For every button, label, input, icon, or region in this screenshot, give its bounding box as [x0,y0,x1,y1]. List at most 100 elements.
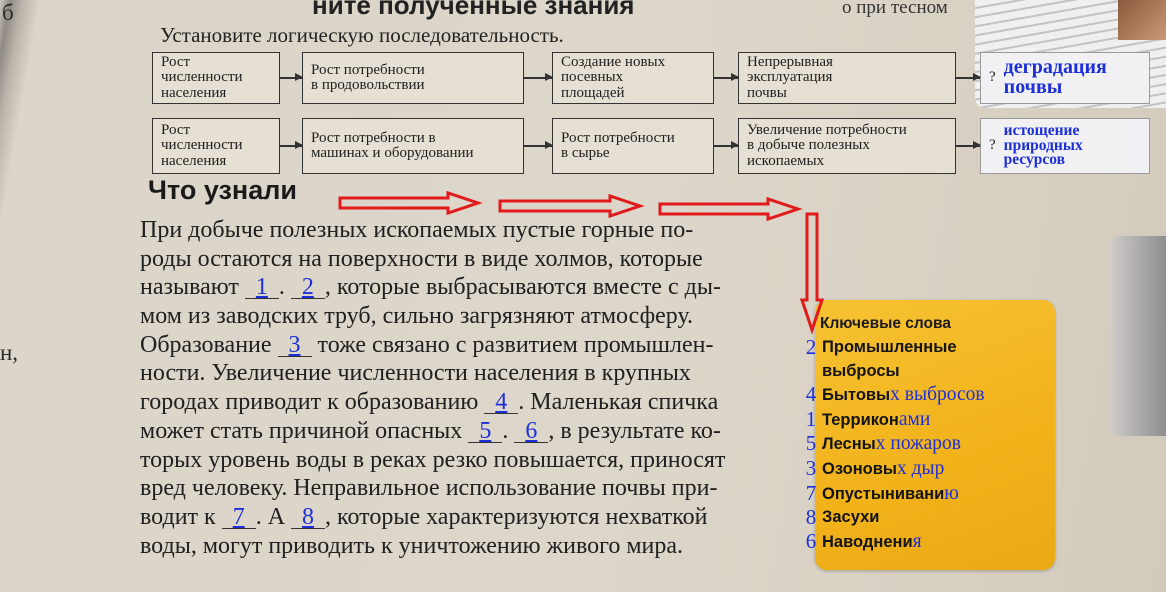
keyword-number: 3 [805,455,817,480]
text-line: мом из заводских труб, сильно загрязняют… [140,302,725,331]
keyword-number: 5 [805,431,817,456]
flow-box: Увеличение потребности в добыче полезных… [738,118,956,174]
blank-7: 7 [221,505,256,529]
red-arrow-right-icon [338,190,483,216]
arrow-right-icon [956,74,981,81]
keyword-number: 7 [805,480,817,505]
keyword-item: 6 Наводнения [800,528,985,555]
text-line: городах приводит к образованию 4. Малень… [140,388,725,417]
flow-box: Рост потребности в сырье [552,118,714,174]
keyword-printed: Наводнени [822,532,913,551]
keyword-number: 8 [805,505,817,530]
keyword-text: Промышленные выбросы [822,336,957,383]
text-segment: , в результате ко- [548,417,721,444]
text-segment: может стать причиной опасных [140,417,469,444]
keyword-printed: Промышленные выбросы [822,338,957,380]
text-segment: мом из заводских труб, сильно загрязняют… [140,303,694,330]
text-line: торых уровень воды в реках резко повышае… [140,446,725,475]
keyword-printed: Террикон [822,410,899,429]
margin-fragment: б [2,0,14,25]
keyword-annotation: х дыр [896,457,945,479]
text-segment: воды, могут приводить к уничтожению живо… [140,532,684,559]
keyword-text: Лесных пожаров [822,432,961,457]
flow-box: Рост численности населения [152,118,280,174]
text-line: называют 1. 2, которые выбрасываются вме… [140,273,725,302]
text-line: роды остаются на поверхности в виде холм… [140,245,725,274]
text-segment: . [278,274,291,301]
keyword-item: 3 Озоновых дыр [800,455,985,482]
text-segment: Образование [140,331,278,358]
text-segment: городах приводит к образованию [140,389,485,416]
notes-tab [1118,0,1166,40]
corner-text-fragment: о при тесном [842,0,948,18]
blank-6: 6 [514,419,549,443]
plastic-edge [1112,236,1166,436]
text-segment: роды остаются на поверхности в виде холм… [140,245,703,272]
arrow-right-icon [714,74,739,81]
text-segment: . А [255,503,292,530]
answer-annotation: истощение природных ресурсов [1003,121,1083,169]
flow-answer-box: ? истощение природных ресурсов [980,118,1150,174]
arrow-right-icon [524,74,553,81]
keywords-list: Ключевые слова 2 Промышленные выбросы 4 … [800,312,985,554]
keyword-text: Засухи [822,506,879,530]
text-segment: ности. Увеличение численности населения … [140,360,691,387]
blank-2: 2 [290,275,325,300]
section-heading: ните полученные знания [312,0,635,20]
blank-3: 3 [277,333,312,357]
text-segment: называют [140,274,245,301]
keyword-annotation: х пожаров [875,433,961,455]
arrow-right-icon [280,142,303,149]
flow-box: Рост потребности в машинах и оборудовани… [302,118,524,174]
text-segment: При добыче полезных ископаемых пустые го… [140,217,694,243]
summary-paragraph: При добыче полезных ископаемых пустые го… [140,216,725,560]
keyword-text: Опустыниванию [822,482,959,507]
flow-box: Рост потребности в продовольствии [302,52,524,104]
keyword-number: 4 [805,382,817,407]
text-segment: водит к [140,503,222,530]
keyword-number: 6 [805,528,817,553]
keyword-printed: Озоновы [822,459,897,478]
text-segment: вред человеку. Неправильное использовани… [140,475,718,502]
keyword-number: 1 [805,406,817,431]
text-line: вред человеку. Неправильное использовани… [140,474,725,503]
keyword-text: Терриконами [822,408,930,433]
text-line: водит к 7. А 8, которые характеризуются … [140,503,725,532]
flow-row-1: Рост численности населения Рост потребно… [152,52,1150,104]
text-segment: , которые выбрасываются вместе с ды- [324,274,721,301]
text-line: воды, могут приводить к уничтожению живо… [140,532,725,561]
keyword-item: 5 Лесных пожаров [800,432,985,457]
keyword-text: Наводнения [822,530,922,555]
margin-fragment: н, [0,340,19,365]
keyword-annotation: х выбросов [890,384,985,406]
keyword-annotation: ами [898,408,931,430]
keyword-text: Озоновых дыр [822,457,944,482]
text-line: Образование 3 тоже связано с развитием п… [140,331,725,360]
question-mark: ? [989,69,996,86]
keywords-title: Ключевые слова [820,315,951,332]
keyword-annotation: я [912,530,922,552]
text-segment: . [502,417,515,444]
arrow-right-icon [956,142,981,149]
task-instruction: Установите логическую последовательность… [160,23,564,47]
arrow-right-icon [714,142,739,149]
answer-annotation: деградация почвы [1003,56,1107,98]
text-line: может стать причиной опасных 5. 6, в рез… [140,417,725,446]
text-segment: тоже связано с развитием промышлен- [311,331,714,358]
text-segment: торых уровень воды в реках резко повышае… [140,446,726,473]
flow-box: Непрерывная эксплуатация почвы [738,52,956,104]
keyword-item: 4 Бытовых выбросов [800,383,985,408]
flow-answer-box: ? деградация почвы [980,52,1150,104]
keyword-item: 7 Опустыниванию [800,480,985,507]
flow-box: Создание новых посевных площадей [552,52,714,104]
text-line: При добыче полезных ископаемых пустые го… [140,216,725,245]
arrow-right-icon [280,74,303,81]
keyword-item: 8 Засухи [800,506,985,530]
keyword-item: 2 Промышленные выбросы [800,335,985,383]
text-line: ности. Увеличение численности населения … [140,359,725,388]
blank-4: 4 [484,390,519,415]
arrow-right-icon [524,142,553,149]
blank-5: 5 [468,419,503,443]
keyword-annotation: ю [944,482,959,504]
